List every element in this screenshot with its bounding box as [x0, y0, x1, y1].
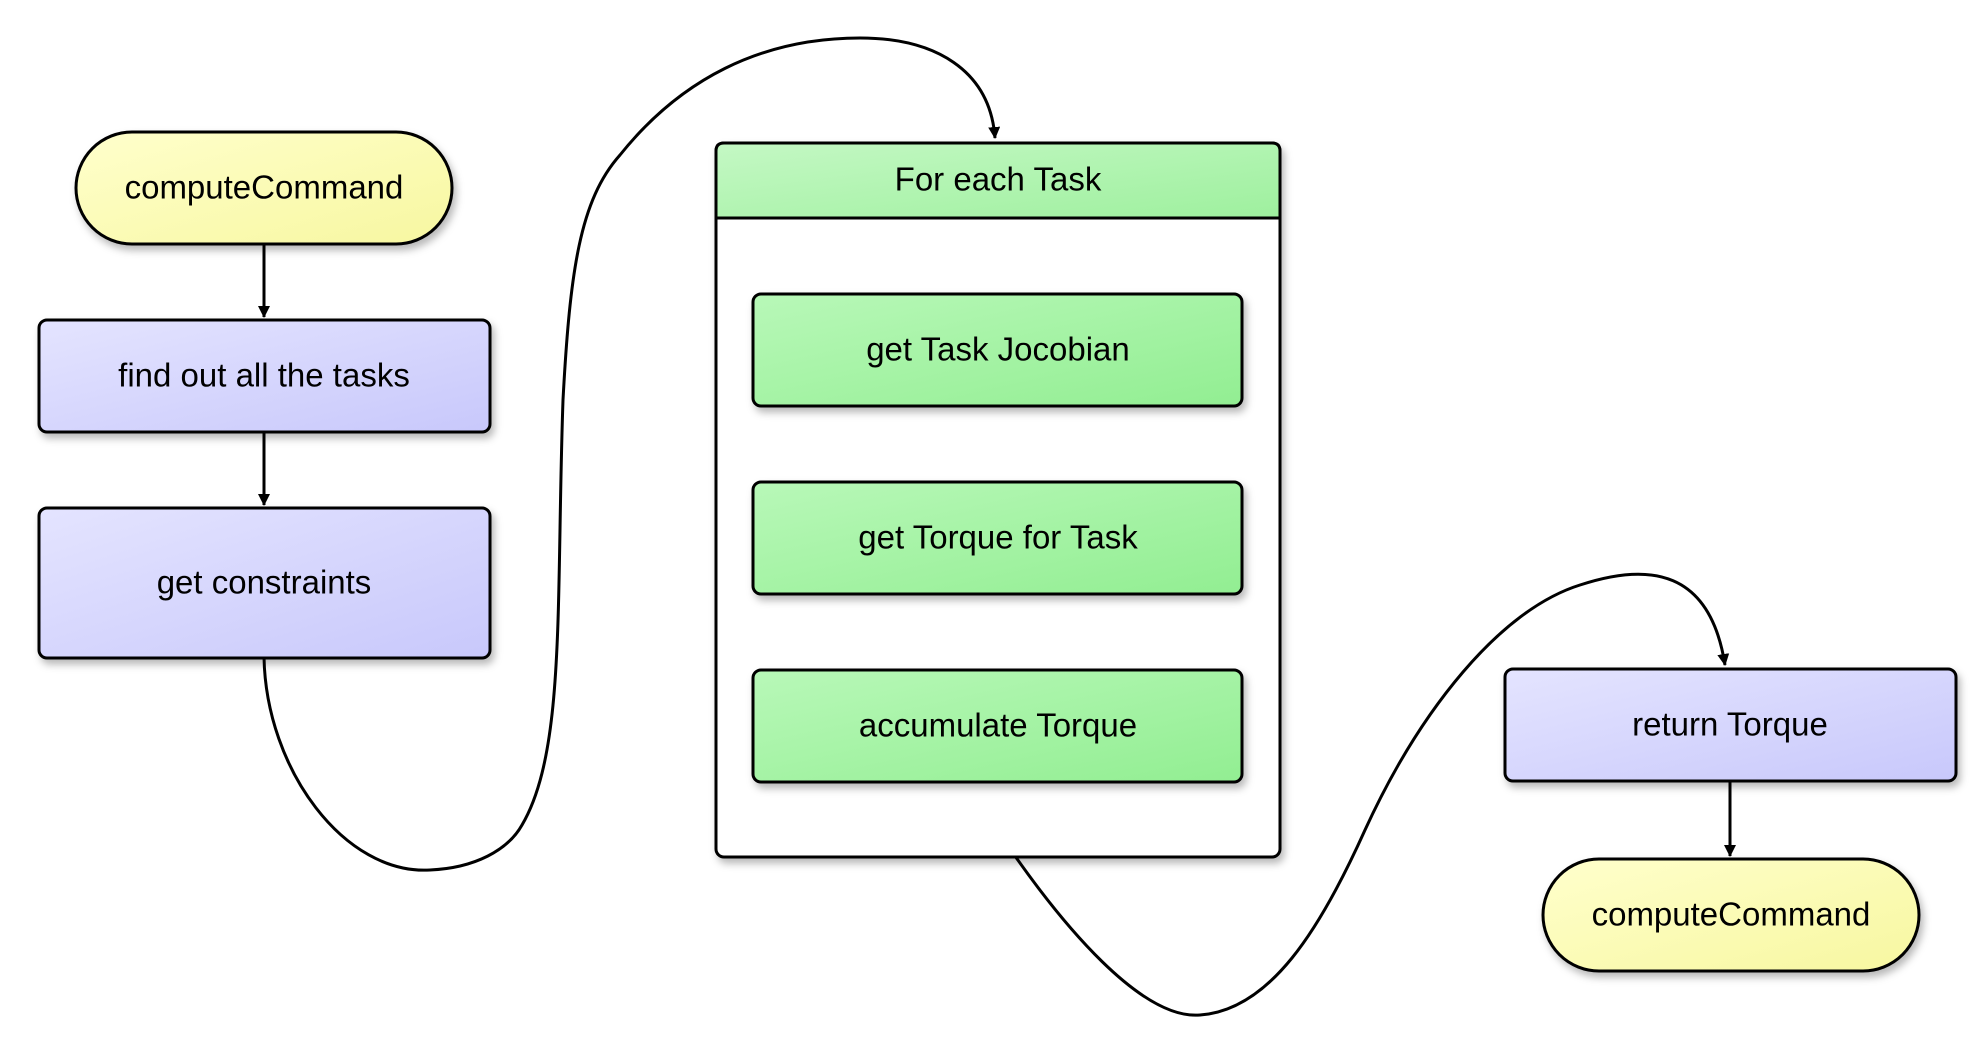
process-find-tasks-label: find out all the tasks — [118, 357, 410, 394]
start-terminal: computeCommand — [74, 130, 454, 246]
process-return-torque: return Torque — [1503, 667, 1958, 783]
loop-step-torque-for-task: get Torque for Task — [751, 480, 1244, 596]
process-get-constraints-label: get constraints — [157, 564, 372, 601]
connector-constraints-to-loop — [262, 36, 1001, 872]
connector-loop-to-return — [1013, 572, 1730, 1017]
end-terminal: computeCommand — [1541, 857, 1921, 973]
loop-step-task-jacobian-label: get Task Jocobian — [866, 331, 1130, 368]
loop-header-label: For each Task — [895, 161, 1102, 198]
loop-step-torque-for-task-label: get Torque for Task — [858, 519, 1138, 556]
end-terminal-label: computeCommand — [1592, 896, 1871, 933]
loop-step-task-jacobian: get Task Jocobian — [751, 292, 1244, 408]
process-return-torque-label: return Torque — [1632, 706, 1828, 743]
loop-step-accumulate-torque: accumulate Torque — [751, 668, 1244, 784]
process-find-tasks: find out all the tasks — [37, 318, 492, 434]
start-terminal-label: computeCommand — [125, 169, 404, 206]
process-get-constraints: get constraints — [37, 506, 492, 660]
loop-step-accumulate-torque-label: accumulate Torque — [859, 707, 1137, 744]
loop-header — [714, 141, 1282, 220]
loop-container: For each Task get Task Jocobian get Torq… — [714, 141, 1282, 859]
